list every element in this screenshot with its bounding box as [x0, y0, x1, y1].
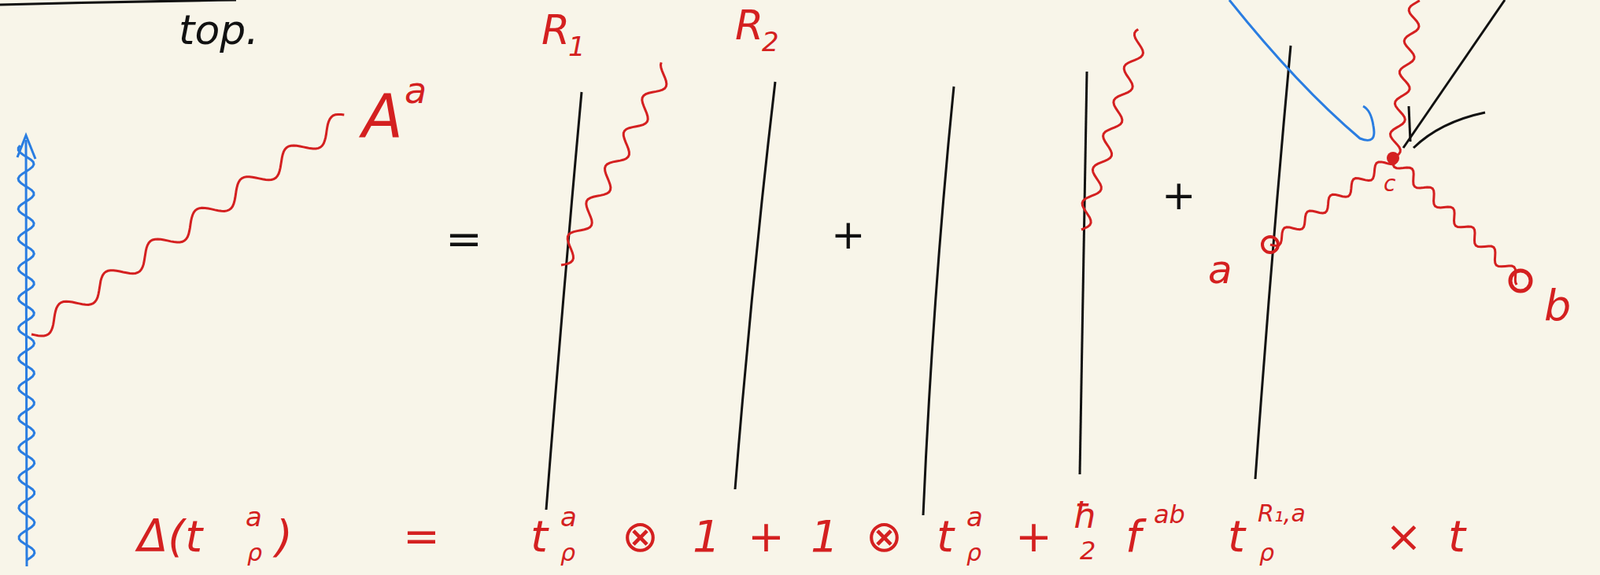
- gluon: [1393, 158, 1517, 285]
- index: a: [1208, 250, 1233, 290]
- leader: [1229, 0, 1375, 141]
- formula-sup: R₁,a: [1257, 502, 1306, 526]
- formula: Δ(t: [137, 514, 203, 559]
- rep-label: R: [541, 9, 570, 51]
- field-symbol: A: [362, 86, 403, 147]
- line: [923, 86, 954, 516]
- formula-sup: a: [966, 503, 983, 531]
- line: [1255, 45, 1291, 480]
- index: 1: [568, 33, 586, 60]
- formula-sup: ab: [1153, 502, 1186, 528]
- wilson-wave: [18, 145, 35, 561]
- line: [1079, 71, 1087, 475]
- plus-sign: +: [831, 214, 866, 255]
- blob: [1510, 270, 1531, 292]
- formula-sub: ρ: [1259, 541, 1275, 566]
- gluon: [1081, 29, 1144, 230]
- formula: +: [1015, 514, 1053, 559]
- formula-sub: ρ: [966, 541, 982, 566]
- arrow-head: [17, 135, 36, 159]
- index: b: [1544, 284, 1571, 328]
- formula: 1: [692, 514, 721, 559]
- formula-sub: ρ: [560, 541, 576, 566]
- formula: ħ: [1073, 498, 1098, 534]
- leader: [1408, 106, 1411, 142]
- formula: ⊗: [865, 514, 903, 559]
- index: c: [1383, 173, 1396, 196]
- leader: [1413, 112, 1486, 148]
- formula: t: [530, 514, 548, 559]
- formula: ): [275, 514, 293, 559]
- formula: =: [402, 514, 440, 559]
- plus-sign: +: [1161, 174, 1197, 216]
- gluon: [31, 114, 344, 337]
- formula: t: [1448, 514, 1466, 559]
- formula-sup: a: [245, 503, 263, 531]
- formula: t: [936, 514, 954, 559]
- formula: 1: [810, 514, 839, 559]
- equals-sign: =: [445, 217, 483, 262]
- index: a: [404, 72, 427, 109]
- formula-sup: a: [560, 503, 577, 531]
- formula-sub: ρ: [247, 541, 263, 566]
- line: [546, 92, 582, 510]
- gluon: [1390, 0, 1420, 159]
- index: 2: [761, 28, 780, 56]
- rep-label: R: [735, 4, 764, 46]
- formula: f: [1125, 514, 1142, 559]
- line: [735, 81, 776, 490]
- stroke: [0, 0, 237, 5]
- formula: t: [1227, 514, 1246, 559]
- formula: ×: [1385, 514, 1423, 559]
- leader: [1403, 0, 1505, 148]
- vertex: [1386, 151, 1400, 165]
- formula: +: [747, 514, 785, 559]
- gluon: [1270, 162, 1397, 247]
- formula: ⊗: [621, 514, 659, 559]
- wilson-line: [25, 140, 27, 567]
- blob: [1262, 236, 1279, 253]
- gluon: [561, 62, 667, 266]
- note: top.: [178, 9, 259, 51]
- formula: 2: [1079, 538, 1096, 564]
